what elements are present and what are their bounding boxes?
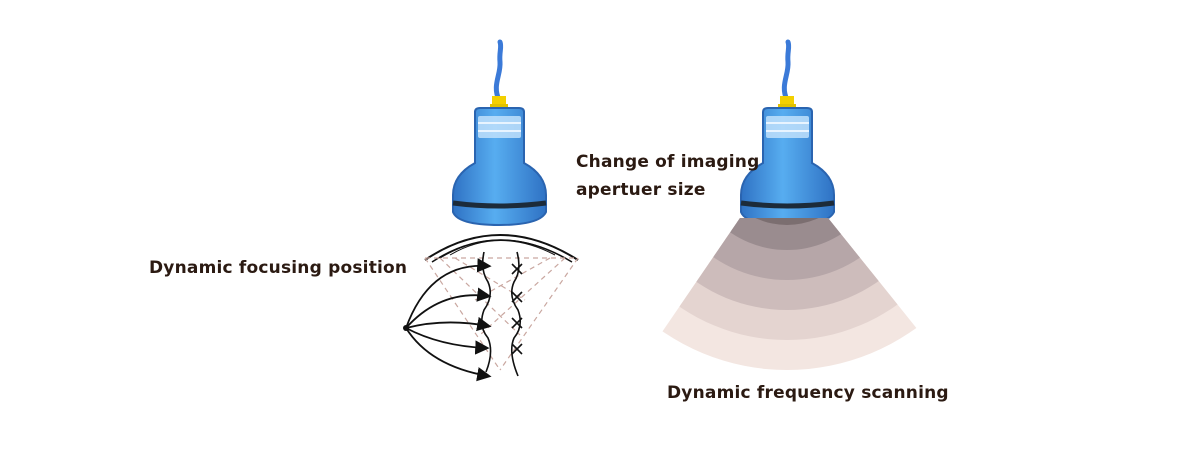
aperture-size-label: Change of imaging apertuer size	[576, 148, 759, 204]
ultrasound-probe-icon	[740, 39, 835, 227]
aperture-label-line2: apertuer size	[576, 180, 706, 200]
focus-arrows-icon	[403, 234, 579, 382]
dynamic-focusing-label: Dynamic focusing position	[149, 258, 408, 278]
dynamic-frequency-label: Dynamic frequency scanning	[667, 383, 949, 403]
ultrasound-probe-icon	[452, 39, 547, 227]
aperture-label-line1: Change of imaging	[576, 152, 760, 172]
